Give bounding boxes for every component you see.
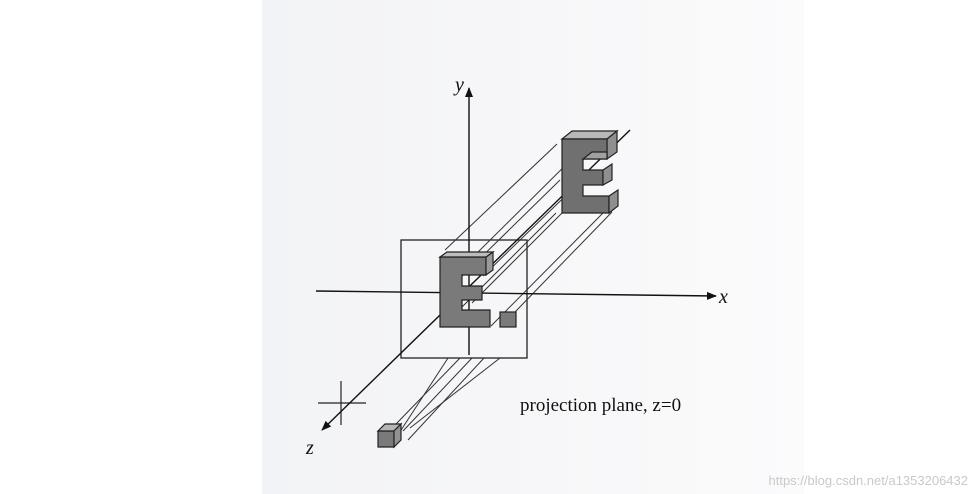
near-projection-lines — [391, 357, 501, 445]
projected-letter-e — [438, 250, 517, 328]
projection-plane-caption: projection plane, z=0 — [520, 395, 681, 416]
corner-mark — [318, 381, 366, 425]
scanned-page — [262, 0, 804, 494]
three-d-letter-e — [560, 129, 619, 215]
z-axis-label: z — [305, 437, 314, 459]
y-axis-label: y — [453, 74, 464, 96]
x-axis-label: x — [718, 286, 728, 308]
x-axis — [315, 290, 717, 300]
small-box — [376, 422, 403, 449]
watermark: https://blog.csdn.net/a1353206432 — [768, 473, 969, 488]
